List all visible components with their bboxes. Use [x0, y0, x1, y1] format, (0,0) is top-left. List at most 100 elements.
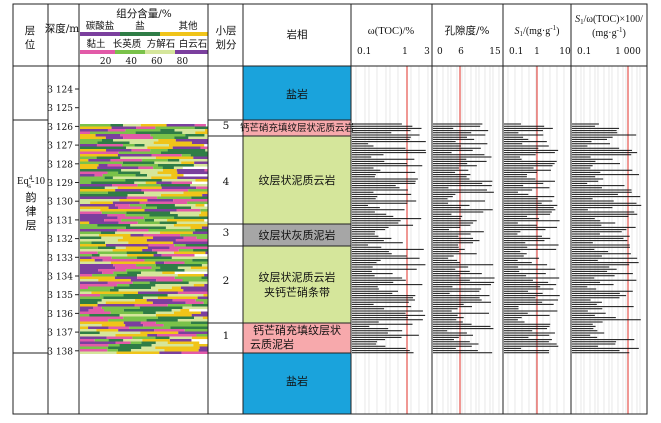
composition-band: [101, 306, 140, 310]
sublayer-lithofacies-label: 钙芒硝充填纹层状泥质云岩: [240, 122, 354, 134]
composition-band: [80, 266, 116, 270]
composition-band: [147, 174, 172, 177]
composition-band: [193, 156, 208, 160]
composition-band: [80, 324, 102, 327]
composition-band: [205, 251, 208, 255]
composition-band: [127, 271, 142, 275]
composition-band: [152, 249, 179, 252]
composition-band: [80, 314, 90, 317]
composition-band: [107, 129, 126, 132]
composition-band: [147, 246, 170, 250]
composition-band: [190, 184, 208, 187]
composition-band: [123, 309, 172, 312]
composition-band: [122, 236, 154, 240]
composition-band: [159, 221, 177, 225]
composition-band: [80, 196, 127, 200]
composition-band: [157, 316, 195, 320]
composition-band: [125, 179, 162, 182]
composition-band: [122, 161, 155, 165]
composition-band: [170, 211, 201, 215]
composition-band: [80, 144, 97, 147]
sublayer-lithofacies-label: 纹层状灰质泥岩: [259, 228, 336, 242]
composition-band: [123, 294, 168, 297]
composition-band: [204, 169, 208, 172]
log-tick-label: 0.1: [509, 47, 523, 57]
composition-band: [80, 301, 98, 305]
composition-band: [80, 194, 128, 197]
composition-band: [80, 304, 98, 307]
composition-band: [107, 349, 118, 352]
composition-band: [163, 324, 208, 327]
composition-band: [160, 231, 193, 235]
composition-band: [190, 154, 208, 157]
composition-band: [161, 151, 208, 155]
composition-band: [191, 206, 208, 210]
composition-band: [191, 196, 208, 200]
composition-band: [141, 346, 156, 350]
composition-band: [203, 294, 208, 297]
composition-band: [80, 161, 123, 165]
composition-band: [155, 269, 185, 272]
composition-band: [140, 171, 158, 175]
depth-label: 3 131: [47, 216, 73, 226]
composition-band: [110, 159, 143, 162]
legend-dolomite: 白云石: [179, 38, 208, 50]
composition-band: [193, 284, 205, 287]
composition-band: [80, 264, 114, 267]
composition-band: [126, 146, 148, 150]
composition-band: [188, 189, 208, 192]
composition-band: [151, 344, 194, 347]
composition-band: [199, 346, 208, 350]
depth-label: 3 137: [47, 329, 73, 339]
composition-band: [136, 264, 156, 267]
header-s1toc-1: S1/ω(TOC)×100/: [575, 14, 643, 26]
composition-band: [115, 341, 131, 345]
composition-band: [108, 319, 147, 322]
composition-tick-label: 80: [177, 57, 189, 67]
header-depth: 深度/m: [45, 22, 80, 35]
composition-band: [140, 331, 179, 335]
sublayer-lithofacies-label: 云质泥岩: [250, 337, 294, 351]
composition-band: [80, 216, 118, 220]
composition-band: [102, 139, 114, 142]
composition-band: [80, 261, 111, 265]
composition-band: [201, 276, 208, 280]
composition-band: [80, 271, 103, 275]
composition-band: [137, 221, 160, 225]
composition-band: [148, 244, 175, 247]
composition-band: [80, 234, 100, 237]
composition-band: [167, 149, 206, 152]
composition-band: [155, 341, 168, 345]
composition-band: [112, 201, 140, 205]
composition-band: [120, 134, 151, 137]
composition-band: [80, 276, 115, 280]
composition-band: [152, 301, 186, 305]
composition-band: [180, 286, 208, 290]
composition-band: [194, 126, 208, 130]
composition-band: [80, 344, 109, 347]
composition-band: [195, 179, 208, 182]
composition-band: [204, 134, 208, 137]
depth-label: 3 132: [47, 235, 73, 245]
composition-band: [117, 216, 144, 220]
depth-label: 3 138: [47, 347, 73, 357]
composition-band: [156, 334, 197, 337]
sublayer-facies-fill: [243, 224, 351, 246]
composition-band: [80, 186, 105, 190]
composition-band: [122, 144, 135, 147]
composition-band: [174, 129, 205, 132]
composition-band: [94, 259, 103, 262]
composition-band: [190, 226, 202, 230]
composition-band: [146, 319, 178, 322]
composition-band: [195, 204, 205, 207]
composition-band: [144, 191, 184, 195]
composition-band: [174, 244, 186, 247]
composition-band: [150, 134, 186, 137]
composition-band: [116, 351, 160, 354]
composition-band: [153, 141, 192, 145]
composition-band: [80, 334, 116, 337]
salt-rock-top: [243, 66, 351, 120]
composition-band: [181, 351, 208, 354]
composition-band: [123, 124, 141, 127]
composition-band: [91, 254, 100, 257]
